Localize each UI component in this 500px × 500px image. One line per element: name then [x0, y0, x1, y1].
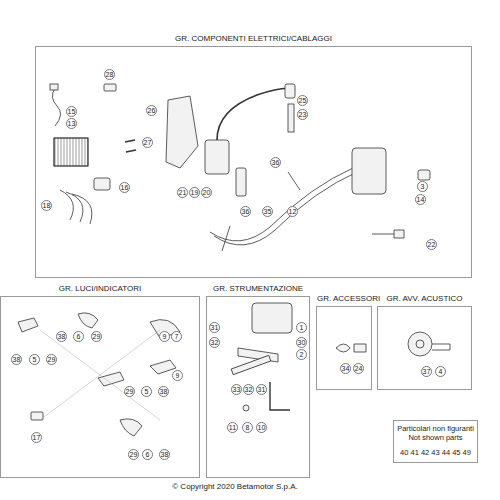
callout-number: 23 — [297, 109, 308, 120]
callout-number: 29 — [124, 386, 135, 397]
callout-number: 9 — [159, 331, 170, 342]
callout-number: 1 — [296, 322, 307, 333]
callout-number: 4 — [435, 366, 446, 377]
group-title: GR. STRUMENTAZIONE — [207, 284, 309, 293]
group-title: GR. COMPONENTI ELETTRICI/CABLAGGI — [36, 34, 471, 43]
callout-number: 29 — [128, 449, 139, 460]
copyright-caption: © Copyright 2020 Betamotor S.p.A. — [172, 482, 298, 491]
callout-number: 22 — [426, 239, 437, 250]
callout-number: 11 — [227, 422, 238, 433]
callout-number: 36 — [270, 157, 281, 168]
callout-number: 31 — [256, 384, 267, 395]
callout-number: 2 — [296, 349, 307, 360]
callout-number: 19 — [189, 187, 200, 198]
callout-number: 29 — [91, 331, 102, 342]
callout-number: 29 — [46, 354, 57, 365]
callout-number: 14 — [415, 194, 426, 205]
callout-number: 6 — [73, 331, 84, 342]
callout-number: 38 — [56, 331, 67, 342]
callout-number: 3 — [417, 181, 428, 192]
callout-number: 16 — [119, 182, 130, 193]
group-title: GR. AVV. ACUSTICO — [378, 294, 471, 303]
group-panel: GR. AVV. ACUSTICO — [377, 306, 472, 390]
callout-number: 15 — [66, 106, 77, 117]
callout-number: 38 — [11, 354, 22, 365]
callout-number: 7 — [171, 331, 182, 342]
callout-number: 34 — [340, 363, 351, 374]
callout-number: 28 — [104, 69, 115, 80]
callout-number: 18 — [41, 200, 52, 211]
callout-number: 5 — [29, 354, 40, 365]
callout-number: 6 — [142, 449, 153, 460]
callout-number: 35 — [262, 206, 273, 217]
callout-number: 38 — [158, 386, 169, 397]
callout-number: 36 — [240, 206, 251, 217]
callout-number: 5 — [141, 386, 152, 397]
callout-number: 33 — [231, 384, 242, 395]
callout-number: 26 — [146, 105, 157, 116]
callout-number: 31 — [209, 322, 220, 333]
note-text: 40 41 42 43 44 45 49 — [394, 445, 477, 460]
group-title: GR. LUCI/INDICATORI — [1, 284, 199, 293]
note-box: Particolari non figuranti Not shown part… — [393, 420, 478, 463]
callout-number: 9 — [172, 370, 183, 381]
callout-number: 24 — [353, 363, 364, 374]
callout-number: 10 — [256, 422, 267, 433]
callout-number: 32 — [209, 337, 220, 348]
note-text: Particolari non figuranti Not shown part… — [394, 421, 477, 445]
callout-number: 13 — [66, 118, 77, 129]
group-panel: GR. LUCI/INDICATORI — [0, 296, 200, 478]
callout-number: 8 — [242, 422, 253, 433]
callout-number: 38 — [159, 449, 170, 460]
group-panel: GR. ACCESSORI — [316, 306, 372, 390]
group-title: GR. ACCESSORI — [317, 294, 371, 303]
callout-number: 27 — [142, 137, 153, 148]
callout-number: 37 — [421, 366, 432, 377]
callout-number: 32 — [243, 384, 254, 395]
callout-number: 20 — [201, 187, 212, 198]
callout-number: 25 — [297, 95, 308, 106]
group-panel: GR. COMPONENTI ELETTRICI/CABLAGGI — [35, 46, 472, 278]
callout-number: 21 — [177, 187, 188, 198]
callout-number: 17 — [31, 432, 42, 443]
callout-number: 30 — [296, 337, 307, 348]
callout-number: 12 — [287, 206, 298, 217]
